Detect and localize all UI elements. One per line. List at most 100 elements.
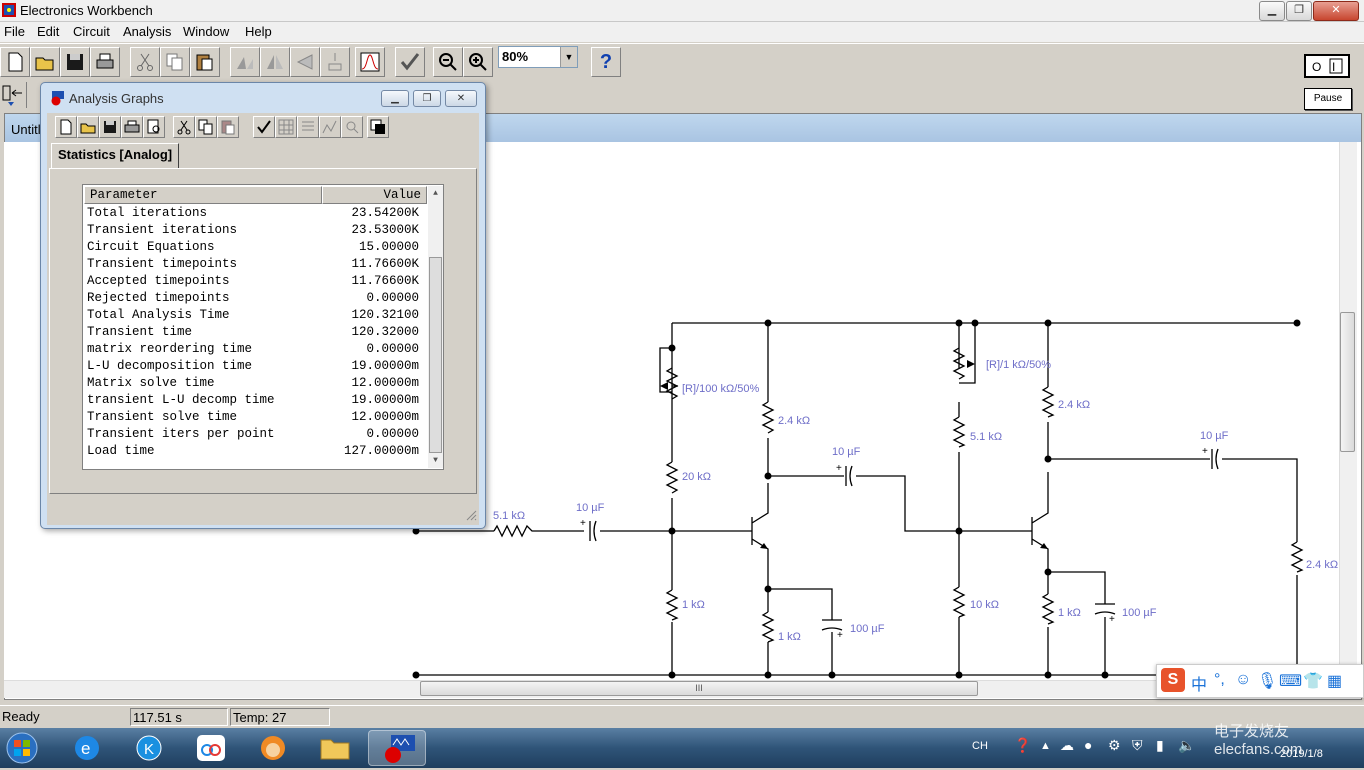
minimize-button[interactable]: ▁ — [1259, 1, 1285, 21]
graph-save-button[interactable] — [99, 116, 121, 138]
parameter-cell: Accepted timepoints — [87, 274, 230, 288]
graph-properties-button[interactable] — [253, 116, 275, 138]
save-button[interactable] — [60, 47, 90, 77]
device-tray-icon[interactable]: ▮ — [1156, 737, 1164, 753]
help-button[interactable]: ? — [591, 47, 621, 77]
taskbar-ie[interactable]: e — [58, 730, 116, 766]
graph-grid-button[interactable] — [275, 116, 297, 138]
graph-cursors-button[interactable] — [319, 116, 341, 138]
taskbar-monkey-app[interactable] — [244, 730, 302, 766]
zoom-out-button[interactable] — [433, 47, 463, 77]
graph-open-button[interactable] — [77, 116, 99, 138]
toolbox-icon[interactable]: ▦ — [1327, 673, 1343, 690]
chevron-down-icon[interactable]: ▼ — [560, 47, 577, 67]
taskbar-baidu-cloud[interactable] — [182, 730, 240, 766]
graph-print-button[interactable] — [121, 116, 143, 138]
menu-window[interactable]: Window — [183, 24, 230, 39]
graph-zoom-button[interactable] — [341, 116, 363, 138]
paste-button[interactable] — [190, 47, 220, 77]
shield-icon[interactable]: ⛨ — [1132, 737, 1143, 753]
cloud-tray-icon[interactable]: ☁ — [1060, 737, 1074, 753]
taskbar-electronics-workbench[interactable] — [368, 730, 426, 766]
graph-legend-button[interactable] — [297, 116, 319, 138]
column-header-value[interactable]: Value — [322, 186, 427, 204]
help-tray-icon[interactable]: ❓ — [1014, 737, 1032, 753]
vertical-scroll-thumb[interactable] — [1340, 312, 1355, 452]
tray-lang[interactable]: CH — [972, 740, 988, 752]
taskbar-kugou[interactable]: K — [120, 730, 178, 766]
pause-button[interactable]: Pause — [1304, 88, 1352, 110]
punctuation-icon[interactable]: °, — [1214, 671, 1225, 688]
rotate-button[interactable] — [230, 47, 260, 77]
new-button[interactable] — [0, 47, 30, 77]
network-tray-icon[interactable]: ⚙ — [1108, 737, 1121, 753]
horizontal-scroll-thumb[interactable]: III — [420, 681, 978, 696]
scroll-down-arrow-icon[interactable]: ▼ — [433, 456, 438, 465]
taskbar-explorer[interactable] — [306, 730, 364, 766]
menu-file[interactable]: File — [4, 24, 25, 39]
graph-cut-button[interactable] — [173, 116, 195, 138]
menu-help[interactable]: Help — [245, 24, 272, 39]
start-button[interactable] — [2, 730, 46, 766]
microphone-icon[interactable]: 🎙 — [1257, 673, 1278, 690]
component-properties-button[interactable] — [320, 47, 350, 77]
create-subcircuit-button[interactable] — [355, 47, 385, 77]
flip-horizontal-button[interactable] — [260, 47, 290, 77]
graph-copy-button[interactable] — [195, 116, 217, 138]
open-button[interactable] — [30, 47, 60, 77]
scroll-up-arrow-icon[interactable]: ▲ — [433, 189, 438, 198]
flip-vertical-button[interactable] — [290, 47, 320, 77]
keyboard-icon[interactable]: ⌨ — [1279, 673, 1303, 690]
zoom-select[interactable]: 80% ▼ — [498, 46, 578, 68]
skin-icon[interactable]: 👕 — [1303, 673, 1323, 690]
zoom-in-button[interactable] — [463, 47, 493, 77]
copy-button[interactable] — [160, 47, 190, 77]
tab-statistics-analog[interactable]: Statistics [Analog] — [51, 143, 180, 168]
dialog-minimize-button[interactable]: ▁ — [381, 90, 409, 107]
status-sim-time: 117.51 s — [130, 708, 228, 726]
qq-tray-icon[interactable]: ● — [1084, 737, 1093, 753]
menu-edit[interactable]: Edit — [37, 24, 60, 39]
sogou-icon[interactable]: S — [1161, 668, 1185, 692]
menu-circuit[interactable]: Circuit — [73, 24, 110, 39]
graph-paste-button[interactable] — [217, 116, 239, 138]
graph-print-preview-button[interactable] — [143, 116, 165, 138]
print-button[interactable] — [90, 47, 120, 77]
dialog-maximize-button[interactable]: ❐ — [413, 90, 441, 107]
cut-button[interactable] — [130, 47, 160, 77]
analysis-options-button[interactable] — [395, 47, 425, 77]
graph-toggle-button[interactable] — [367, 116, 389, 138]
tray-expand-icon[interactable]: ▲ — [1040, 740, 1051, 752]
volume-icon[interactable]: 🔈 — [1178, 737, 1196, 753]
parts-bin-toggle[interactable] — [0, 82, 27, 108]
clock-date[interactable]: 2019/1/8 — [1280, 748, 1323, 760]
graph-new-button[interactable] — [55, 116, 77, 138]
column-header-parameter[interactable]: Parameter — [84, 186, 322, 204]
emoji-icon[interactable]: ☺ — [1235, 671, 1252, 688]
table-scroll-thumb[interactable] — [429, 257, 442, 453]
ime-lang-toggle[interactable]: 中 — [1191, 677, 1208, 694]
maximize-button[interactable]: ❐ — [1286, 1, 1312, 21]
close-button[interactable]: ✕ — [1313, 1, 1359, 21]
menu-analysis[interactable]: Analysis — [123, 24, 172, 39]
pot1-label: [R]/100 kΩ/50% — [682, 383, 760, 395]
resize-grip-icon[interactable] — [465, 509, 477, 521]
app-title-bar: Electronics Workbench ▁ ❐ ✕ — [0, 0, 1364, 22]
dialog-close-button[interactable]: ✕ — [445, 90, 477, 107]
